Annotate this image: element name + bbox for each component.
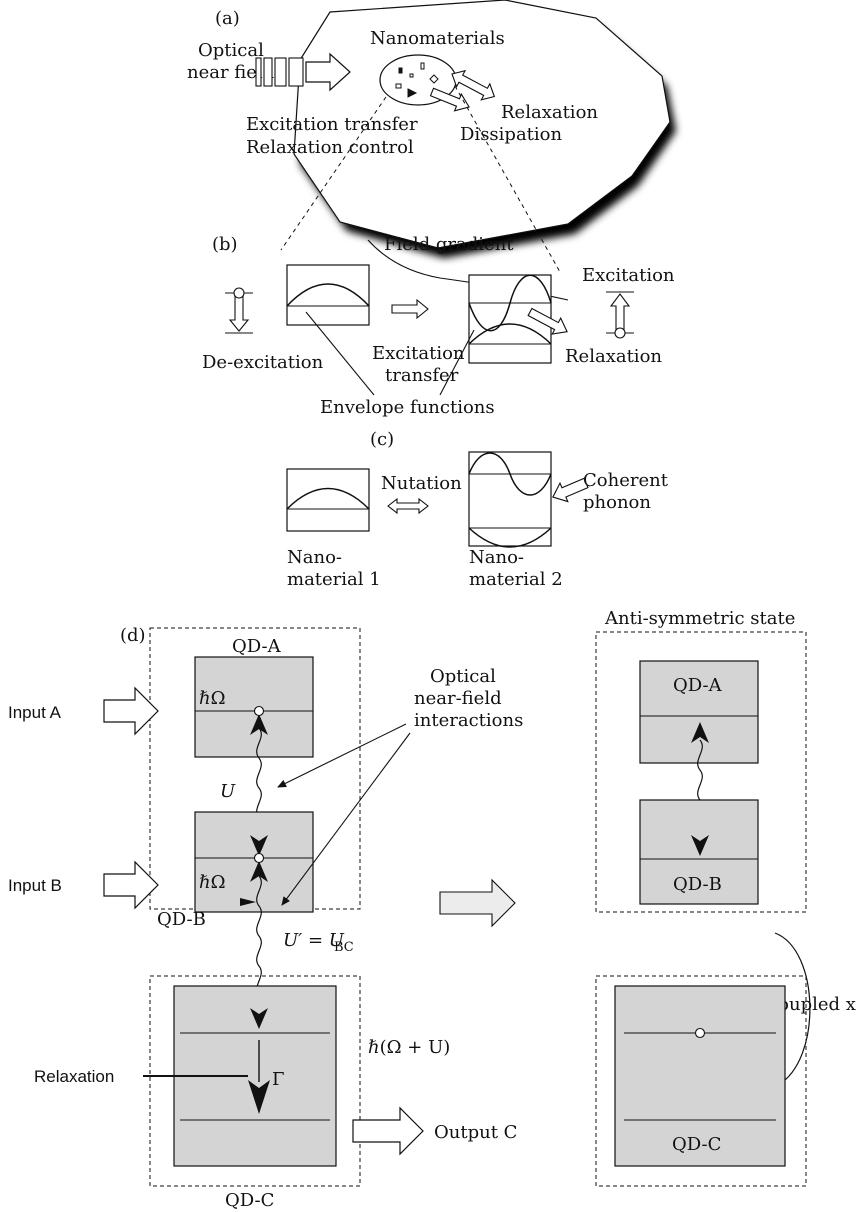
qd-b-label: QD-B <box>157 909 206 930</box>
panel-c: (c) Nutation Coherent phonon Nano- mater… <box>286 429 669 590</box>
dissipation-label: Dissipation <box>460 124 563 145</box>
relaxation-label-d: Relaxation <box>34 1067 114 1086</box>
up-arrowhead-a <box>250 714 268 735</box>
up-arrowhead-a-right <box>691 722 709 743</box>
excitation-label: Excitation <box>582 265 675 286</box>
coherent-phonon-arrow-icon <box>552 477 589 503</box>
input-b-label: Input B <box>8 876 62 895</box>
de-excitation-label: De-excitation <box>202 352 324 373</box>
panel-b-tag: (b) <box>212 234 238 255</box>
zoom-line-left <box>280 96 387 251</box>
envelope-functions-label: Envelope functions <box>320 397 495 418</box>
qd-b-electron-icon <box>253 852 265 864</box>
qd-c-box-right <box>614 985 786 1167</box>
envelope-box-left <box>286 264 370 326</box>
optical-interactions-line1: Optical <box>430 666 496 687</box>
down-arrowhead-b <box>250 835 268 856</box>
nutation-label: Nutation <box>381 473 462 494</box>
dissipation-arrow-icon <box>429 87 470 112</box>
transition-arrow-icon <box>439 878 516 928</box>
near-field-arrow-icon <box>305 52 351 92</box>
nanomaterial-box-2 <box>468 451 552 548</box>
near-field-bars-icon <box>255 57 304 87</box>
hbar-omega-plus-u: ℏ(Ω + U) <box>368 1037 450 1058</box>
excitation-transfer-line1: Excitation <box>372 343 465 364</box>
input-b-arrow-icon <box>103 860 159 910</box>
qd-b-label-right: QD-B <box>673 874 722 895</box>
qd-b-box <box>194 811 314 913</box>
nano-material-1-line2: material 1 <box>287 569 381 590</box>
qd-a-box-right <box>639 660 759 764</box>
interaction-pointer-1 <box>277 723 407 788</box>
panel-a: (a) Optical near field Nanomaterials <box>187 0 676 273</box>
nanoparticles-icon <box>395 62 439 98</box>
anti-symmetric-frame <box>595 631 807 913</box>
panel-d-tag: (d) <box>120 625 146 646</box>
qd-c-right-electron-icon <box>694 1027 706 1039</box>
coherent-phonon-line2: phonon <box>583 492 651 513</box>
panel-a-tag: (a) <box>215 8 240 29</box>
up-arrowhead-b <box>250 861 268 882</box>
u-label: U <box>220 781 236 802</box>
zoom-line-right <box>454 85 561 273</box>
down-arrowhead-b-right <box>691 835 709 856</box>
envelope-pointer-right <box>439 329 475 396</box>
input-a-label: Input A <box>8 703 62 722</box>
output-c-arrow-icon <box>352 1106 424 1156</box>
qd-a-box <box>194 656 314 758</box>
panel-b: (b) Field gradient De-excitation Excitat… <box>202 234 675 418</box>
nanomaterial-region <box>293 0 671 249</box>
relaxation-label-a: Relaxation <box>501 102 598 123</box>
nano-material-2-line1: Nano- <box>469 547 524 568</box>
relaxation-arrow-icon <box>451 69 496 101</box>
nanomaterial-box-1 <box>286 468 370 532</box>
coherent-phonon-line1: Coherent <box>583 470 669 491</box>
field-gradient-label: Field gradient <box>384 234 514 255</box>
qd-a-hbar-omega: ℏΩ <box>199 688 226 709</box>
optical-interactions-line2: near-field <box>414 688 502 709</box>
optical-near-field-line1: Optical <box>198 40 264 61</box>
qd-c-frame-right <box>595 975 807 1187</box>
decoupled-curve <box>774 932 811 1086</box>
u-prime-label: U′ = U <box>283 930 345 951</box>
nanomaterials-label: Nanomaterials <box>370 28 505 49</box>
relaxation-control-label: Relaxation control <box>246 137 414 158</box>
excitation-transfer-label-a: Excitation transfer <box>246 114 418 135</box>
de-excitation-icon <box>225 287 253 334</box>
qd-c-label-right: QD-C <box>672 1134 721 1155</box>
qd-c-frame <box>149 975 361 1187</box>
optical-interactions-line3: interactions <box>414 710 523 731</box>
optical-near-field-line2: near field <box>187 62 274 83</box>
excitation-icon <box>606 291 634 339</box>
relaxation-arrow-b-icon <box>527 307 568 335</box>
panel-c-tag: (c) <box>370 429 394 450</box>
anti-symmetric-label: Anti-symmetric state <box>604 608 795 629</box>
relaxation-label-b: Relaxation <box>565 346 662 367</box>
nutation-arrow-icon <box>387 497 429 515</box>
transfer-arrow-icon <box>391 298 429 320</box>
envelope-pointer-left <box>305 311 375 396</box>
relaxation-arrowhead-icon <box>248 1080 270 1114</box>
gamma-label: Γ <box>272 1069 285 1090</box>
output-c-label: Output C <box>434 1122 517 1143</box>
small-arrowhead-b <box>240 898 256 906</box>
qd-a-electron-icon <box>253 705 265 717</box>
qd-b-hbar-omega: ℏΩ <box>199 872 226 893</box>
nano-material-2-line2: material 2 <box>469 569 563 590</box>
input-a-arrow-icon <box>103 686 159 736</box>
qd-a-label-right: QD-A <box>673 675 723 696</box>
u-prime-sub: BC <box>334 940 354 955</box>
qd-a-label: QD-A <box>232 636 282 657</box>
panel-d: (d) QD-A ℏΩ Input A U ℏΩ QD-B Input B U′… <box>8 608 856 1211</box>
down-arrowhead-c <box>250 1008 268 1029</box>
interaction-pointer-2 <box>281 732 411 906</box>
nano-material-1-line1: Nano- <box>287 547 342 568</box>
envelope-box-right <box>468 274 552 364</box>
excitation-transfer-line2: transfer <box>385 365 459 386</box>
qd-c-label: QD-C <box>225 1190 274 1211</box>
